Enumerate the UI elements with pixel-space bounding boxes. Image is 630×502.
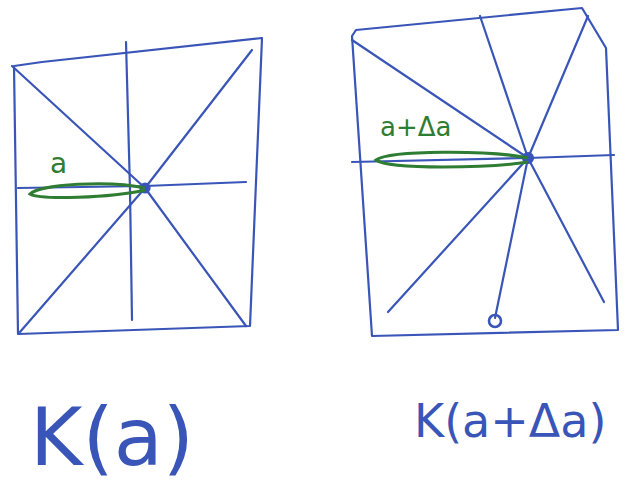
loop-label: a+Δa [378,114,453,140]
ray [352,40,528,158]
right-panel [352,8,618,336]
ray [388,16,588,312]
loop-label: a [48,150,69,178]
green-loop [30,184,145,198]
frame [352,8,618,336]
green-loop [376,152,528,167]
ray [20,50,252,332]
left-panel [12,38,262,334]
small-circle [489,315,501,327]
ray [528,158,604,302]
frame [14,38,262,334]
panel-caption: K(a) [28,398,196,478]
panel-caption: K(a+Δa) [412,398,608,444]
ray [126,42,132,320]
